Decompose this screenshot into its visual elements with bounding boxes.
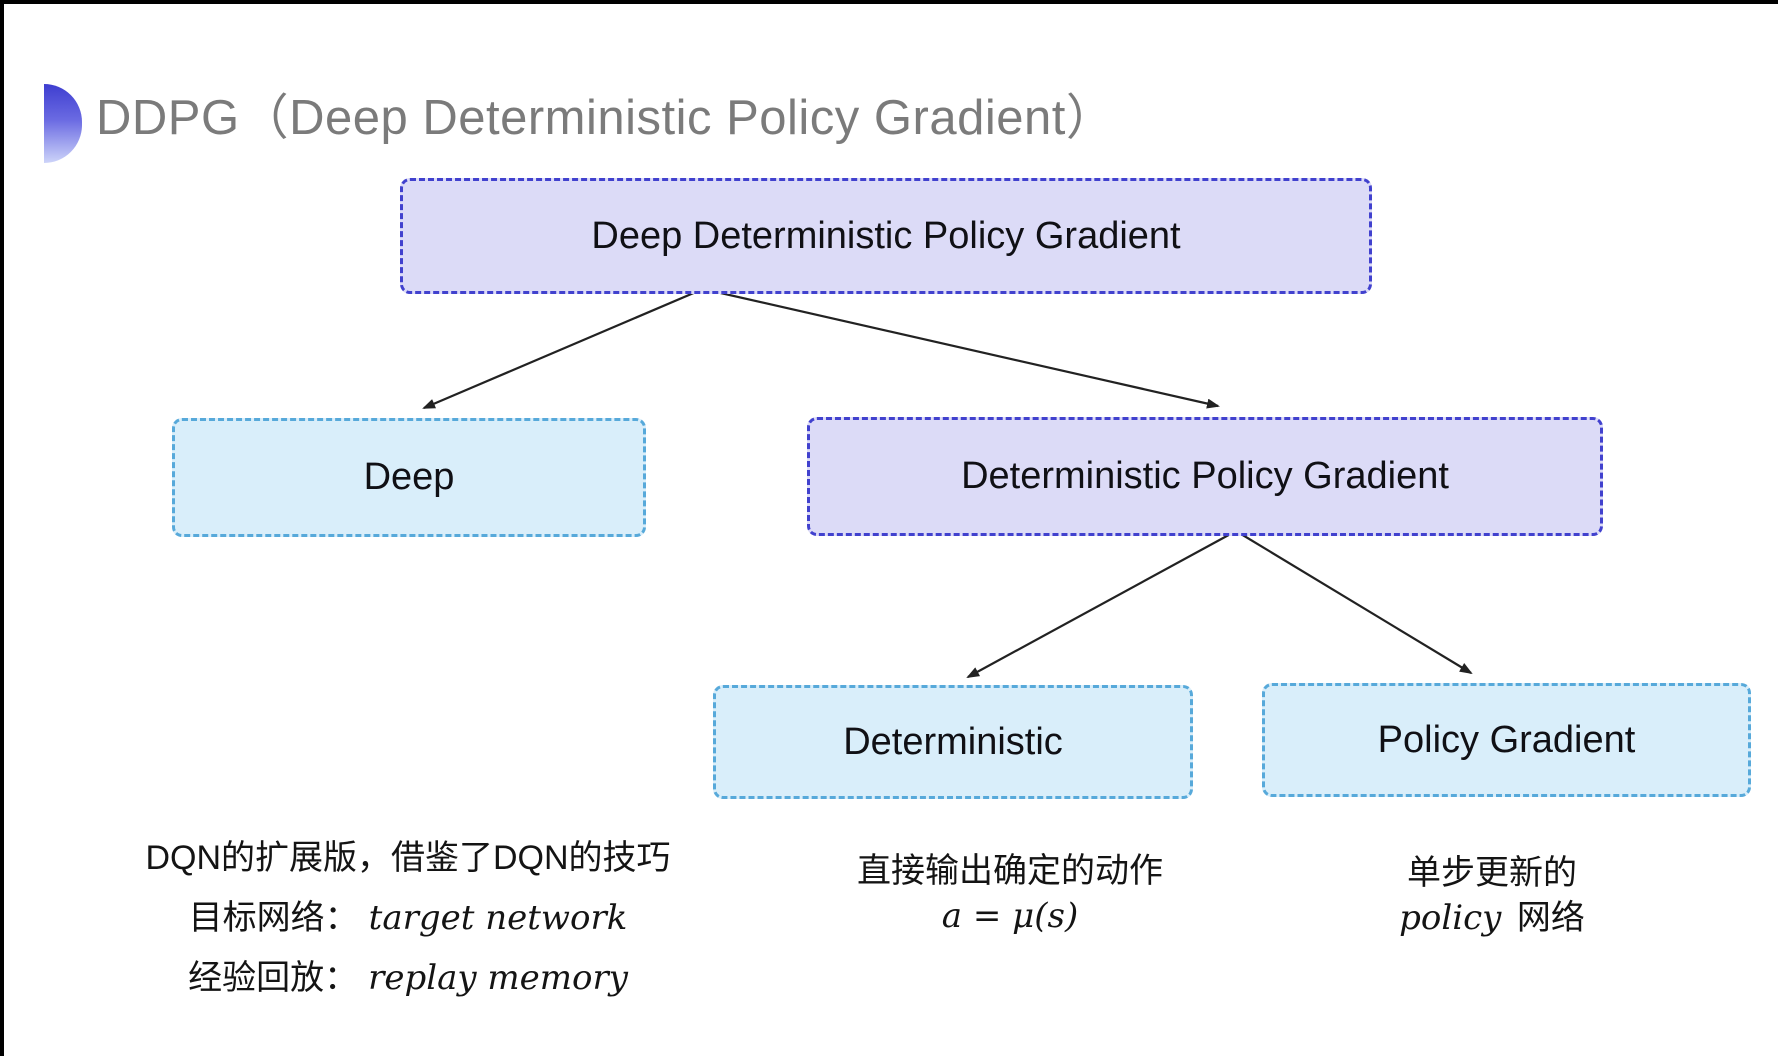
node-deep: Deep — [172, 418, 646, 537]
annotation-formula: a = μ(s) — [941, 896, 1079, 936]
annotation-dqn-line3: 经验回放：replay memory — [118, 948, 698, 1008]
annotation-replay-memory-term: replay memory — [368, 958, 628, 998]
annotation-policy-line1: 单步更新的 — [1407, 854, 1577, 892]
annotation-deterministic-line1: 直接输出确定的动作 — [857, 852, 1163, 890]
node-deep-label: Deep — [363, 456, 455, 498]
node-deep-deterministic-policy-gradient: Deep Deterministic Policy Gradient — [400, 178, 1372, 294]
annotation-policy-term: policy — [1399, 898, 1502, 938]
arrow-root-to-deep — [422, 287, 704, 410]
arrow-dpg-to-deterministic — [966, 530, 1237, 678]
annotation-target-network-label: 目标网络： — [188, 899, 359, 937]
annotation-dqn-line1: DQN的扩展版，借鉴了DQN的技巧 — [145, 839, 671, 877]
node-policy-gradient-label: Policy Gradient — [1377, 718, 1636, 761]
node-deterministic: Deterministic — [713, 685, 1193, 799]
annotation-policy-line2: policy 网络 — [1292, 896, 1692, 941]
slide-title: DDPG（Deep Deterministic Policy Gradient） — [96, 91, 1116, 145]
node-dpg-label: Deterministic Policy Gradient — [961, 455, 1449, 497]
arrow-root-to-dpg — [702, 287, 1220, 409]
annotation-policy-suffix: 网络 — [1507, 899, 1585, 937]
node-policy-gradient: Policy Gradient — [1262, 683, 1751, 797]
annotation-dqn-block: DQN的扩展版，借鉴了DQN的技巧 目标网络：target network 经验… — [118, 828, 698, 1008]
title-bullet-icon — [44, 84, 82, 163]
node-deterministic-label: Deterministic — [843, 720, 1063, 763]
node-root-label: Deep Deterministic Policy Gradient — [591, 214, 1181, 257]
arrow-dpg-to-policy-gradient — [1235, 530, 1473, 675]
annotation-policy-block: 单步更新的 policy 网络 — [1292, 851, 1692, 941]
left-border-bar — [0, 0, 4, 1056]
annotation-deterministic-block: 直接输出确定的动作 a = μ(s) — [770, 849, 1250, 939]
annotation-target-network-term: target network — [368, 898, 628, 938]
node-deterministic-policy-gradient: Deterministic Policy Gradient — [807, 417, 1603, 536]
annotation-replay-memory-label: 经验回放： — [188, 959, 359, 997]
top-border-bar — [0, 0, 1778, 4]
annotation-dqn-line2: 目标网络：target network — [118, 888, 698, 948]
